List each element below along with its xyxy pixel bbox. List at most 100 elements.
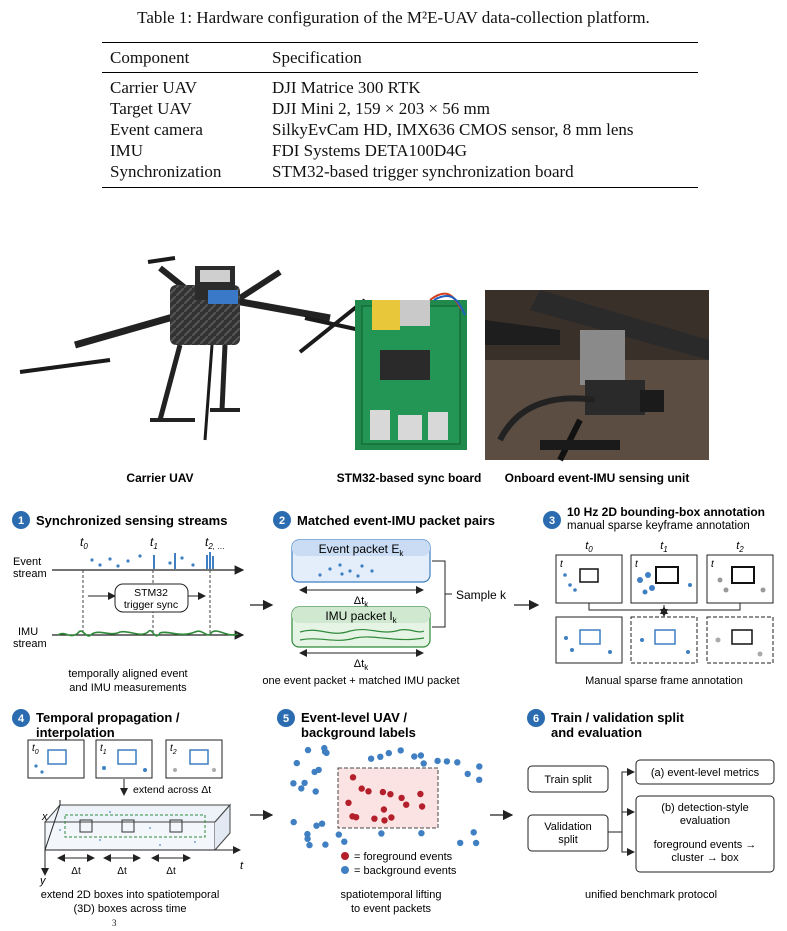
carrier-uav-label: Carrier UAV — [126, 471, 193, 485]
step-1-badge — [12, 511, 30, 529]
foreground-event-dot — [387, 791, 394, 798]
delta-tk-bottom: Δtk — [354, 658, 369, 672]
background-event-dot — [457, 839, 464, 847]
page-footnote: 3 — [112, 918, 117, 928]
background-event-dot — [476, 763, 483, 770]
svg-text:t1: t1 — [660, 540, 668, 554]
svg-text:y: y — [39, 875, 47, 887]
table-cell: FDI Systems DETA100D4G — [272, 141, 468, 160]
svg-text:t: t — [240, 860, 244, 872]
foreground-event-dot — [388, 814, 395, 821]
background-event-dot — [301, 779, 308, 787]
train-split-label: Train split — [544, 774, 591, 786]
panel-2-desc: one event packet + matched IMU packet — [262, 675, 459, 687]
background-event-dot — [304, 746, 312, 754]
background-event-dot — [312, 788, 319, 795]
svg-text:t2: t2 — [736, 540, 744, 554]
table-header-specification: Specification — [272, 48, 362, 67]
foreground-event-dot — [358, 785, 365, 792]
metric-a-box — [635, 759, 775, 785]
svg-text:t: t — [711, 559, 715, 570]
background-event-dot — [476, 776, 483, 783]
background-event-dot — [418, 830, 425, 837]
svg-text:t: t — [635, 559, 639, 570]
svg-text:t2: t2 — [170, 743, 177, 756]
step-1-number: 1 — [18, 515, 24, 527]
background-event-dot — [322, 841, 329, 848]
panel-4-desc: extend 2D boxes into spatiotemporal(3D) … — [41, 889, 220, 915]
background-event-dot — [290, 818, 297, 826]
hardware-table: Component Specification Carrier UAV DJI … — [102, 42, 698, 188]
carrier-uav-photo — [19, 256, 367, 441]
foreground-dots — [345, 774, 426, 824]
svg-text:t: t — [560, 559, 564, 570]
p1-t2: t2, … — [205, 535, 225, 551]
background-event-dot — [417, 752, 425, 759]
step-6-badge — [527, 709, 545, 727]
table-row: Synchronization STM32-based trigger sync… — [102, 161, 698, 188]
background-event-dot — [318, 820, 326, 827]
background-event-dot — [335, 831, 342, 838]
legend-fg-dot — [341, 852, 349, 860]
panel-3-subtitle: manual sparse keyframe annotation — [567, 520, 750, 532]
table-cell: Synchronization — [110, 162, 222, 181]
svg-text:t0: t0 — [585, 540, 593, 554]
step-5-badge — [277, 709, 295, 727]
background-event-dot — [385, 749, 392, 757]
step-3-badge — [543, 511, 561, 529]
background-event-dot — [454, 759, 461, 766]
step-4-badge — [12, 709, 30, 727]
foreground-event-dot — [349, 774, 357, 781]
table-row: Event camera SilkyEvCam HD, IMX636 CMOS … — [102, 119, 698, 140]
table-row: Target UAV DJI Mini 2, 159 × 203 × 56 mm — [102, 98, 698, 119]
background-event-dot — [397, 747, 404, 754]
panel-5-title: Event-level UAV /background labels — [301, 710, 416, 740]
table-row: IMU FDI Systems DETA100D4G — [102, 140, 698, 161]
sync-board-photo — [355, 292, 467, 450]
background-dots — [290, 744, 483, 849]
pipeline-figure: Carrier UAV STM32-based sync board Onboa… — [12, 256, 775, 915]
stm32-sync-box — [114, 583, 189, 613]
table-cell: IMU — [110, 141, 144, 160]
background-event-dot — [378, 830, 385, 837]
background-event-dot — [367, 755, 375, 762]
foreground-event-dot — [371, 815, 378, 822]
svg-text:Δt: Δt — [117, 866, 127, 877]
legend-fg-label: = foreground events — [354, 851, 453, 863]
foreground-event-dot — [398, 794, 405, 802]
table-row: Carrier UAV DJI Matrice 300 RTK — [102, 72, 698, 99]
svg-text:Δt: Δt — [166, 866, 176, 877]
table-header-component: Component — [110, 48, 190, 67]
extend-label: extend across Δt — [133, 784, 211, 796]
p1-t1: t1 — [150, 535, 158, 551]
foreground-event-dot — [379, 788, 387, 796]
background-event-dot — [341, 838, 348, 845]
panel-4-title: Temporal propagation /interpolation — [36, 710, 180, 740]
background-event-dot — [298, 785, 305, 792]
sensing-unit-label: Onboard event-IMU sensing unit — [505, 471, 690, 485]
background-event-dot — [464, 770, 471, 778]
background-event-dot — [313, 822, 320, 829]
legend-bg-dot — [341, 866, 349, 874]
background-event-dot — [306, 841, 313, 849]
background-event-dot — [377, 753, 384, 760]
background-event-dot — [315, 766, 322, 774]
table-cell: Carrier UAV — [110, 78, 198, 97]
spatiotemporal-volume — [43, 803, 232, 851]
step-3-number: 3 — [549, 515, 555, 527]
table-cell: STM32-based trigger synchronization boar… — [272, 162, 574, 181]
svg-text:x: x — [41, 811, 48, 823]
metric-c-label: foreground events →cluster → box — [654, 839, 757, 864]
table-cell: DJI Matrice 300 RTK — [272, 78, 421, 97]
foreground-event-dot — [381, 817, 388, 824]
svg-text:Δt: Δt — [71, 866, 81, 877]
svg-text:t0: t0 — [32, 743, 39, 756]
